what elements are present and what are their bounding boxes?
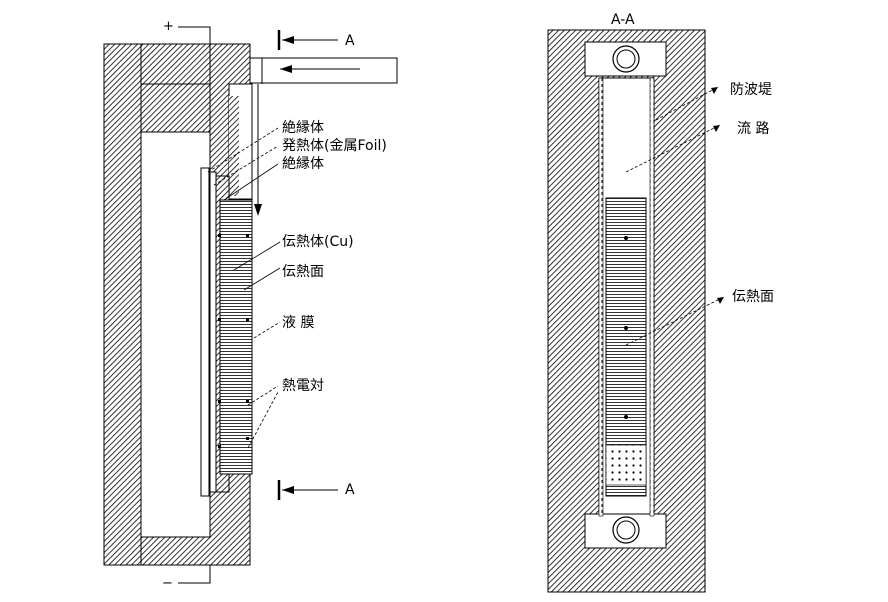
svg-text:A: A [345, 482, 355, 498]
heater-foil [209, 171, 217, 493]
heater-dotted-region [605, 444, 647, 486]
insulator-plate [200, 167, 210, 497]
inlet-pipe [249, 57, 398, 84]
section-title: A-A [611, 12, 635, 28]
top-port-inner [616, 49, 636, 69]
label-liquid-film: 液 膜 [282, 315, 314, 331]
terminal-minus: − [162, 576, 173, 591]
thermocouple-points [218, 234, 249, 448]
right-view: A-A 防波堤 流 路 伝熱面 [547, 12, 774, 593]
section-mark-bottom: A [277, 480, 355, 500]
bottom-port-inner [616, 520, 636, 540]
copper-block [219, 199, 253, 475]
inlet-flow-arrow [280, 65, 292, 73]
terminal-plus: + [163, 19, 174, 34]
label-insulator-1: 絶縁体 [282, 120, 324, 136]
label-heat-transfer-surface-left: 伝熱面 [282, 264, 324, 280]
weir-right [649, 77, 655, 517]
label-flow-path: 流 路 [737, 121, 769, 137]
label-heater-foil: 発熱体(金属Foil) [282, 138, 387, 154]
label-thermocouple: 熱電対 [282, 378, 324, 394]
svg-text:A: A [345, 33, 355, 49]
label-heat-conductor-cu: 伝熱体(Cu) [282, 234, 354, 250]
lead-plus [178, 26, 211, 44]
label-insulator-2: 絶縁体 [282, 156, 324, 172]
left-view: + − A A 絶縁体 発熱体(金属Foil) 絶縁体 [103, 19, 398, 591]
weir-left [598, 77, 604, 517]
left-leaders [207, 127, 281, 449]
label-weir: 防波堤 [730, 82, 772, 98]
right-thermocouple-points [624, 236, 628, 419]
right-leaders [625, 86, 725, 346]
lead-minus [178, 565, 211, 584]
label-heat-transfer-surface-right: 伝熱面 [732, 289, 774, 305]
section-mark-top: A [277, 30, 355, 50]
